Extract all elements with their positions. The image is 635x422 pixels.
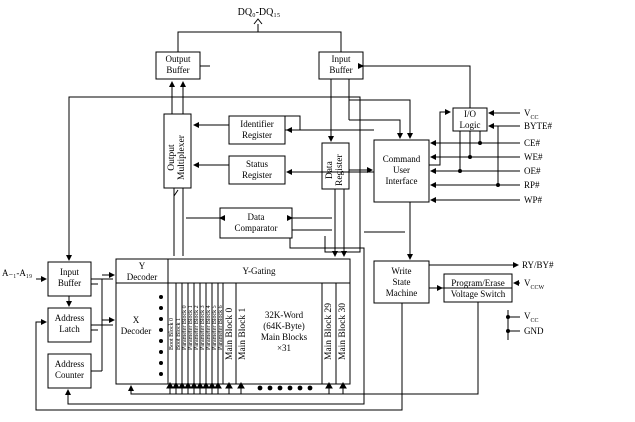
param-block: Boot Block 0 bbox=[169, 317, 175, 350]
status-register-box bbox=[228, 155, 286, 185]
vccw-label: VCCW bbox=[524, 278, 545, 291]
dot-leaders bbox=[159, 141, 510, 391]
vcc-top-label: VCC bbox=[524, 108, 539, 121]
main-block-29: Main Block 29 bbox=[324, 303, 334, 360]
data-comparator-box bbox=[219, 207, 293, 239]
cui-box bbox=[373, 139, 430, 203]
oe-signal: OE# bbox=[524, 166, 541, 176]
output-multiplexer: Output Multiplexer bbox=[167, 135, 187, 180]
vcc-bottom-label: VCC bbox=[524, 311, 539, 324]
address-signal: A₋₁-A₁₉ bbox=[2, 268, 33, 278]
param-block: Parameter Block 6 bbox=[218, 305, 224, 350]
wp-signal: WP# bbox=[524, 195, 542, 205]
main-block-30: Main Block 30 bbox=[338, 303, 348, 360]
rp-signal: RP# bbox=[524, 180, 540, 190]
ce-signal: CE# bbox=[524, 138, 541, 148]
y-gating: Y-Gating bbox=[242, 266, 276, 276]
array-arrows bbox=[166, 382, 347, 394]
dq-bus-label: DQ₀-DQ₁₅ bbox=[237, 7, 281, 18]
ry-signal: RY/BY# bbox=[522, 260, 554, 270]
data-register: Data Register bbox=[325, 154, 345, 186]
gnd-label: GND bbox=[524, 326, 544, 336]
output-multiplexer-box bbox=[163, 113, 192, 189]
byte-signal: BYTE# bbox=[524, 121, 552, 131]
memory-array-box bbox=[167, 282, 351, 385]
we-signal: WE# bbox=[524, 152, 543, 162]
main-block-0: Main Block 0 bbox=[225, 307, 235, 360]
main-blocks-text: 32K-Word(64K-Byte) Main Blocks×31 bbox=[260, 310, 308, 353]
